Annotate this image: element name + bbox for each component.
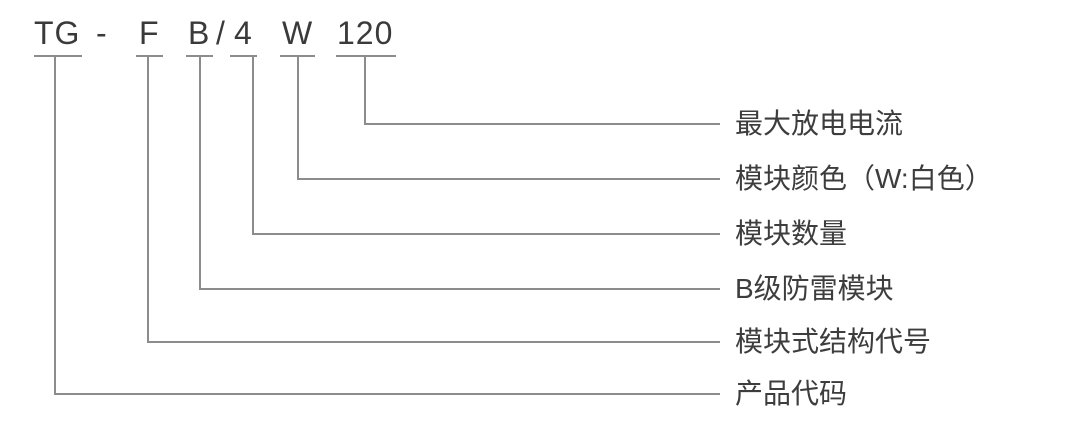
- code-segment-120: 120: [337, 15, 394, 51]
- connector-b-horizontal: [199, 288, 720, 290]
- connector-4-horizontal: [252, 233, 720, 235]
- code-segment-w: W: [282, 15, 314, 51]
- connector-f-horizontal: [147, 341, 720, 343]
- label-max-discharge-current: 最大放电电流: [735, 108, 904, 139]
- connector-4-vertical: [252, 56, 254, 235]
- connector-b-vertical: [199, 56, 201, 290]
- code-segment-four: 4: [234, 15, 253, 51]
- code-segment-slash: /: [216, 15, 226, 51]
- connector-tg-vertical: [54, 56, 56, 395]
- code-segment-f: F: [139, 15, 160, 51]
- connector-f-vertical: [147, 56, 149, 343]
- code-segment-dash: -: [96, 15, 108, 51]
- underline-120: [336, 55, 396, 57]
- code-segment-tg: TG: [34, 15, 81, 51]
- label-module-count: 模块数量: [735, 218, 848, 249]
- connector-w-vertical: [297, 56, 299, 180]
- code-segment-b: B: [188, 15, 211, 51]
- label-module-color: 模块颜色（W:白色）: [735, 163, 993, 194]
- connector-w-horizontal: [297, 178, 720, 180]
- underline-f: [136, 55, 163, 57]
- label-class-b-module: B级防雷模块: [735, 273, 894, 304]
- connector-120-horizontal: [364, 123, 720, 125]
- underline-tg: [34, 55, 82, 57]
- connector-tg-horizontal: [54, 393, 720, 395]
- label-modular-structure-code: 模块式结构代号: [735, 326, 932, 357]
- connector-120-vertical: [364, 56, 366, 125]
- label-product-code: 产品代码: [735, 378, 848, 409]
- underline-4: [230, 55, 257, 57]
